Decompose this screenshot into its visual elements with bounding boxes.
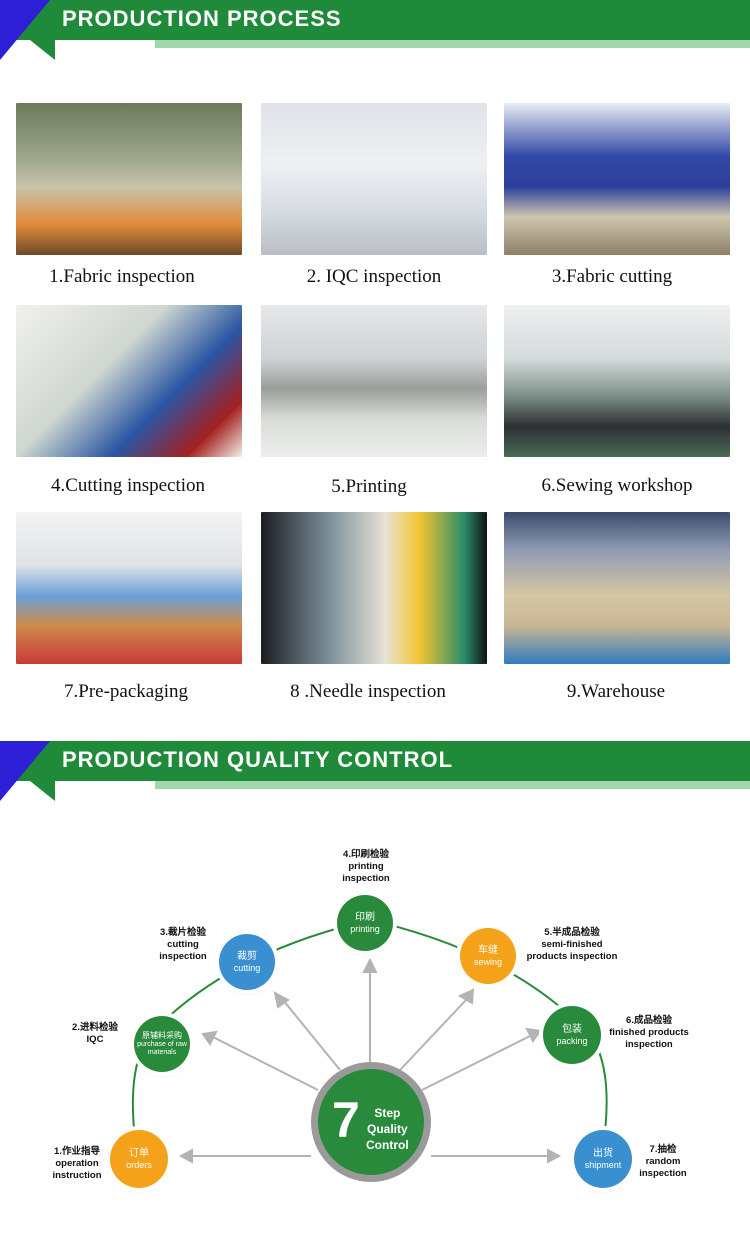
needle-inspection-photo	[261, 512, 487, 664]
label-zh: 7.抽检	[649, 1144, 677, 1155]
fabric-inspection-photo	[16, 103, 242, 255]
node-zh: 原辅料采购	[142, 1031, 182, 1041]
step-caption: 8 .Needle inspection	[290, 681, 446, 702]
banner-underline	[155, 781, 750, 789]
banner-underline	[155, 40, 750, 48]
banner-green-triangle	[30, 40, 55, 60]
center-line-1: Step	[374, 1106, 401, 1120]
node-en: packing	[556, 1035, 588, 1046]
label-printing-inspection: 4.印刷检验 printing inspection	[330, 849, 402, 885]
label-finished-inspection: 6.成品检验 finished products inspection	[604, 1015, 694, 1051]
label-operation-instruction: 1.作业指导 operation instruction	[42, 1146, 112, 1182]
label-zh: 5.半成品检验	[544, 927, 600, 938]
node-zh: 包装	[562, 1024, 582, 1036]
step-caption: 9.Warehouse	[566, 681, 666, 702]
step-caption: 3.Fabric cutting	[551, 266, 673, 287]
step-caption: 6.Sewing workshop	[541, 475, 693, 496]
pre-packaging-photo	[16, 512, 242, 664]
node-zh: 出货	[593, 1148, 613, 1160]
node-en: shipment	[584, 1159, 622, 1170]
quality-control-banner: PRODUCTION QUALITY CONTROL	[0, 741, 750, 801]
center-line-2: Quality	[366, 1122, 408, 1137]
label-en: operation instruction	[52, 1157, 102, 1181]
center-text: Step Quality Control	[366, 1105, 409, 1154]
label-en: IQC	[86, 1033, 104, 1045]
step-caption: 4.Cutting inspection	[50, 475, 206, 496]
banner-bar	[0, 0, 750, 40]
sewing-workshop-photo	[504, 305, 730, 457]
node-en: cutting	[233, 962, 261, 973]
seven-step-quality-control: 7 Step Quality Control	[318, 1069, 424, 1175]
production-process-banner: PRODUCTION PROCESS	[0, 0, 750, 60]
node-zh: 印刷	[355, 912, 375, 924]
label-en: semi-finished products inspection	[526, 938, 618, 962]
node-en: orders	[126, 1159, 152, 1170]
label-zh: 3.裁片检验	[160, 927, 206, 938]
node-packing: 包装 packing	[543, 1006, 601, 1064]
step-caption: 5.Printing	[331, 476, 407, 497]
node-cutting: 裁剪 cutting	[219, 934, 275, 990]
node-en: purchase of raw materials	[137, 1040, 187, 1056]
node-printing: 印刷 printing	[337, 895, 393, 951]
step-caption: 2. IQC inspection	[306, 266, 442, 287]
iqc-inspection-photo	[261, 103, 487, 255]
banner-green-triangle	[30, 781, 55, 801]
node-sewing: 车缝 sewing	[460, 928, 516, 984]
label-en: finished products inspection	[609, 1026, 689, 1050]
center-number: 7	[332, 1092, 360, 1148]
warehouse-photo	[504, 512, 730, 664]
printing-photo	[261, 305, 487, 457]
quality-control-title: PRODUCTION QUALITY CONTROL	[62, 747, 454, 772]
node-zh: 订单	[129, 1148, 149, 1160]
label-en: cutting inspection	[159, 938, 207, 962]
label-zh: 1.作业指导	[54, 1146, 100, 1157]
step-caption: 7.Pre-packaging	[64, 681, 188, 702]
label-en: printing inspection	[342, 860, 390, 884]
radial-arrows	[178, 957, 562, 1164]
production-process-title: PRODUCTION PROCESS	[62, 6, 342, 31]
node-en: printing	[350, 923, 380, 934]
label-iqc: 2.进料检验 IQC	[60, 1022, 130, 1046]
step-caption: 1.Fabric inspection	[49, 266, 195, 287]
label-en: random inspection	[639, 1155, 687, 1179]
center-line-3: Control	[366, 1138, 409, 1153]
node-zh: 车缝	[478, 945, 498, 957]
node-orders: 订单 orders	[110, 1130, 168, 1188]
cutting-inspection-photo	[16, 305, 242, 457]
banner-bar	[0, 741, 750, 781]
node-shipment: 出货 shipment	[574, 1130, 632, 1188]
fabric-cutting-photo	[504, 103, 730, 255]
label-cutting-inspection: 3.裁片检验 cutting inspection	[148, 927, 218, 963]
node-en: sewing	[473, 956, 502, 967]
label-zh: 4.印刷检验	[343, 849, 389, 860]
node-zh: 裁剪	[237, 951, 257, 963]
label-zh: 2.进料检验	[72, 1022, 118, 1033]
label-random-inspection: 7.抽检 random inspection	[632, 1144, 694, 1180]
node-purchase: 原辅料采购 purchase of raw materials	[134, 1016, 190, 1072]
label-zh: 6.成品检验	[626, 1015, 672, 1026]
label-semi-finished-inspection: 5.半成品检验 semi-finished products inspectio…	[522, 927, 622, 963]
